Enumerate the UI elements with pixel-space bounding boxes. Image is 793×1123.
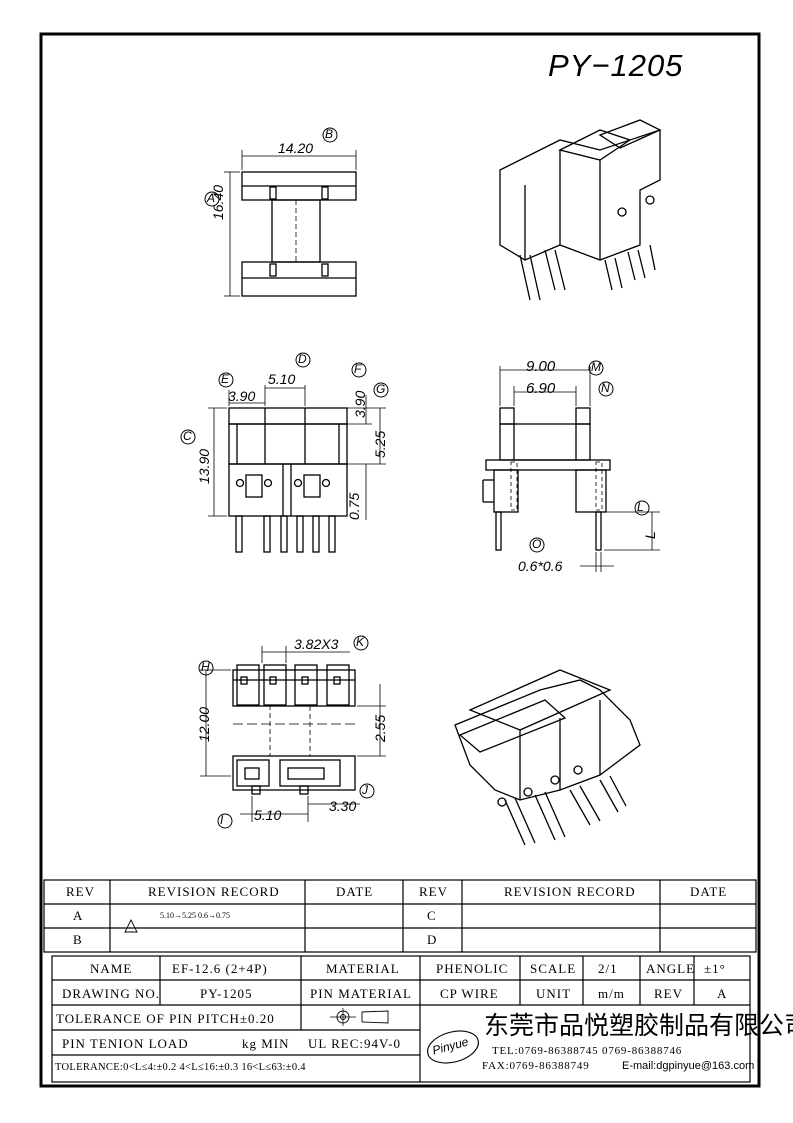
ul-rec: UL REC:94V-0 bbox=[308, 1036, 402, 1051]
drawing-no-value: PY-1205 bbox=[200, 986, 253, 1001]
pin-material-value: CP WIRE bbox=[440, 986, 499, 1001]
dim-d: 5.10 bbox=[268, 371, 296, 387]
rev-header-right: REV bbox=[419, 884, 448, 899]
name-label: NAME bbox=[90, 961, 133, 976]
dim-l: L bbox=[642, 531, 658, 539]
rev-b: B bbox=[73, 932, 83, 947]
title-block bbox=[51, 918, 751, 1083]
label-f: F bbox=[354, 362, 362, 376]
rev-header-left: REV bbox=[66, 884, 95, 899]
revision-record-header-right: REVISION RECORD bbox=[504, 884, 636, 899]
company-tel: TEL:0769-86388745 0769-86388746 bbox=[492, 1045, 683, 1057]
dim-width: 14.20 bbox=[278, 140, 314, 156]
company-name: 东莞市品悦塑胶制品有限公司 bbox=[484, 1011, 793, 1040]
label-n: N bbox=[601, 381, 610, 395]
material-value: PHENOLIC bbox=[436, 961, 509, 976]
label-b: B bbox=[325, 127, 334, 141]
label-j: J bbox=[362, 783, 368, 797]
top-view bbox=[204, 127, 357, 297]
pin-tension-load: PIN TENION LOAD bbox=[62, 1036, 189, 1051]
rev-value: A bbox=[717, 986, 728, 1001]
pin-tension-unit: kg MIN bbox=[242, 1036, 290, 1051]
dim-i: 5.10 bbox=[254, 807, 282, 823]
revision-record-header-left: REVISION RECORD bbox=[148, 884, 280, 899]
rev-c: C bbox=[427, 908, 437, 923]
company-email: E-mail:dgpinyue@163.com bbox=[622, 1060, 755, 1072]
sheet-border bbox=[39, 32, 761, 1088]
dim-f: 3.90 bbox=[352, 390, 368, 418]
dim-075: 0.75 bbox=[346, 492, 362, 520]
dim-255: 2.55 bbox=[372, 714, 388, 742]
label-d: D bbox=[298, 352, 307, 366]
angle-value: ±1° bbox=[704, 961, 726, 976]
dim-n: 6.90 bbox=[526, 380, 556, 397]
rev-a: A bbox=[73, 908, 84, 923]
label-k: K bbox=[356, 635, 365, 649]
label-o: O bbox=[532, 537, 542, 551]
dim-e: 3.90 bbox=[228, 388, 256, 404]
angle-label: ANGLE bbox=[646, 961, 696, 976]
dim-o: 0.6*0.6 bbox=[518, 558, 563, 574]
drawing-no-label: DRAWING NO. bbox=[62, 986, 161, 1001]
tolerance: TOLERANCE:0<L≤4:±0.2 4<L≤16:±0.3 16<L≤63… bbox=[55, 1062, 306, 1073]
label-h: H bbox=[201, 660, 210, 674]
dim-m: 9.00 bbox=[526, 358, 556, 375]
drawing-title: PY−1205 bbox=[548, 48, 684, 83]
dim-k: 3.82X3 bbox=[294, 636, 339, 652]
revision-record-a: 5.10→5.25 0.6→0.75 bbox=[160, 911, 230, 920]
name-value: EF-12.6 (2+4P) bbox=[172, 961, 268, 976]
date-header-right: DATE bbox=[690, 884, 728, 899]
dim-c: 13.90 bbox=[196, 448, 212, 484]
pitch-tolerance: TOLERANCE OF PIN PITCH±0.20 bbox=[56, 1011, 275, 1026]
material-label: MATERIAL bbox=[326, 961, 400, 976]
label-l: L bbox=[637, 500, 644, 514]
dim-525: 5.25 bbox=[372, 430, 388, 458]
label-g: G bbox=[376, 382, 386, 396]
unit-value: m/m bbox=[598, 986, 625, 1001]
label-e: E bbox=[221, 372, 230, 386]
dim-h: 12.00 bbox=[196, 706, 212, 742]
pin-material-label: PIN MATERIAL bbox=[310, 986, 412, 1001]
scale-label: SCALE bbox=[530, 961, 577, 976]
isometric-view-top bbox=[499, 119, 662, 301]
rev-label: REV bbox=[654, 986, 683, 1001]
label-m: M bbox=[591, 360, 601, 374]
company-fax: FAX:0769-86388749 bbox=[482, 1060, 590, 1072]
front-view bbox=[180, 352, 389, 553]
bottom-view bbox=[198, 635, 386, 829]
scale-value: 2/1 bbox=[598, 961, 618, 976]
label-c: C bbox=[183, 429, 192, 443]
isometric-view-bottom bbox=[454, 669, 641, 846]
date-header-left: DATE bbox=[336, 884, 374, 899]
rev-d: D bbox=[427, 932, 438, 947]
dim-j: 3.30 bbox=[329, 798, 357, 814]
label-a: A bbox=[207, 191, 216, 205]
revision-table bbox=[43, 879, 757, 953]
unit-label: UNIT bbox=[536, 986, 572, 1001]
label-i: I bbox=[220, 813, 224, 827]
side-view bbox=[482, 360, 660, 572]
